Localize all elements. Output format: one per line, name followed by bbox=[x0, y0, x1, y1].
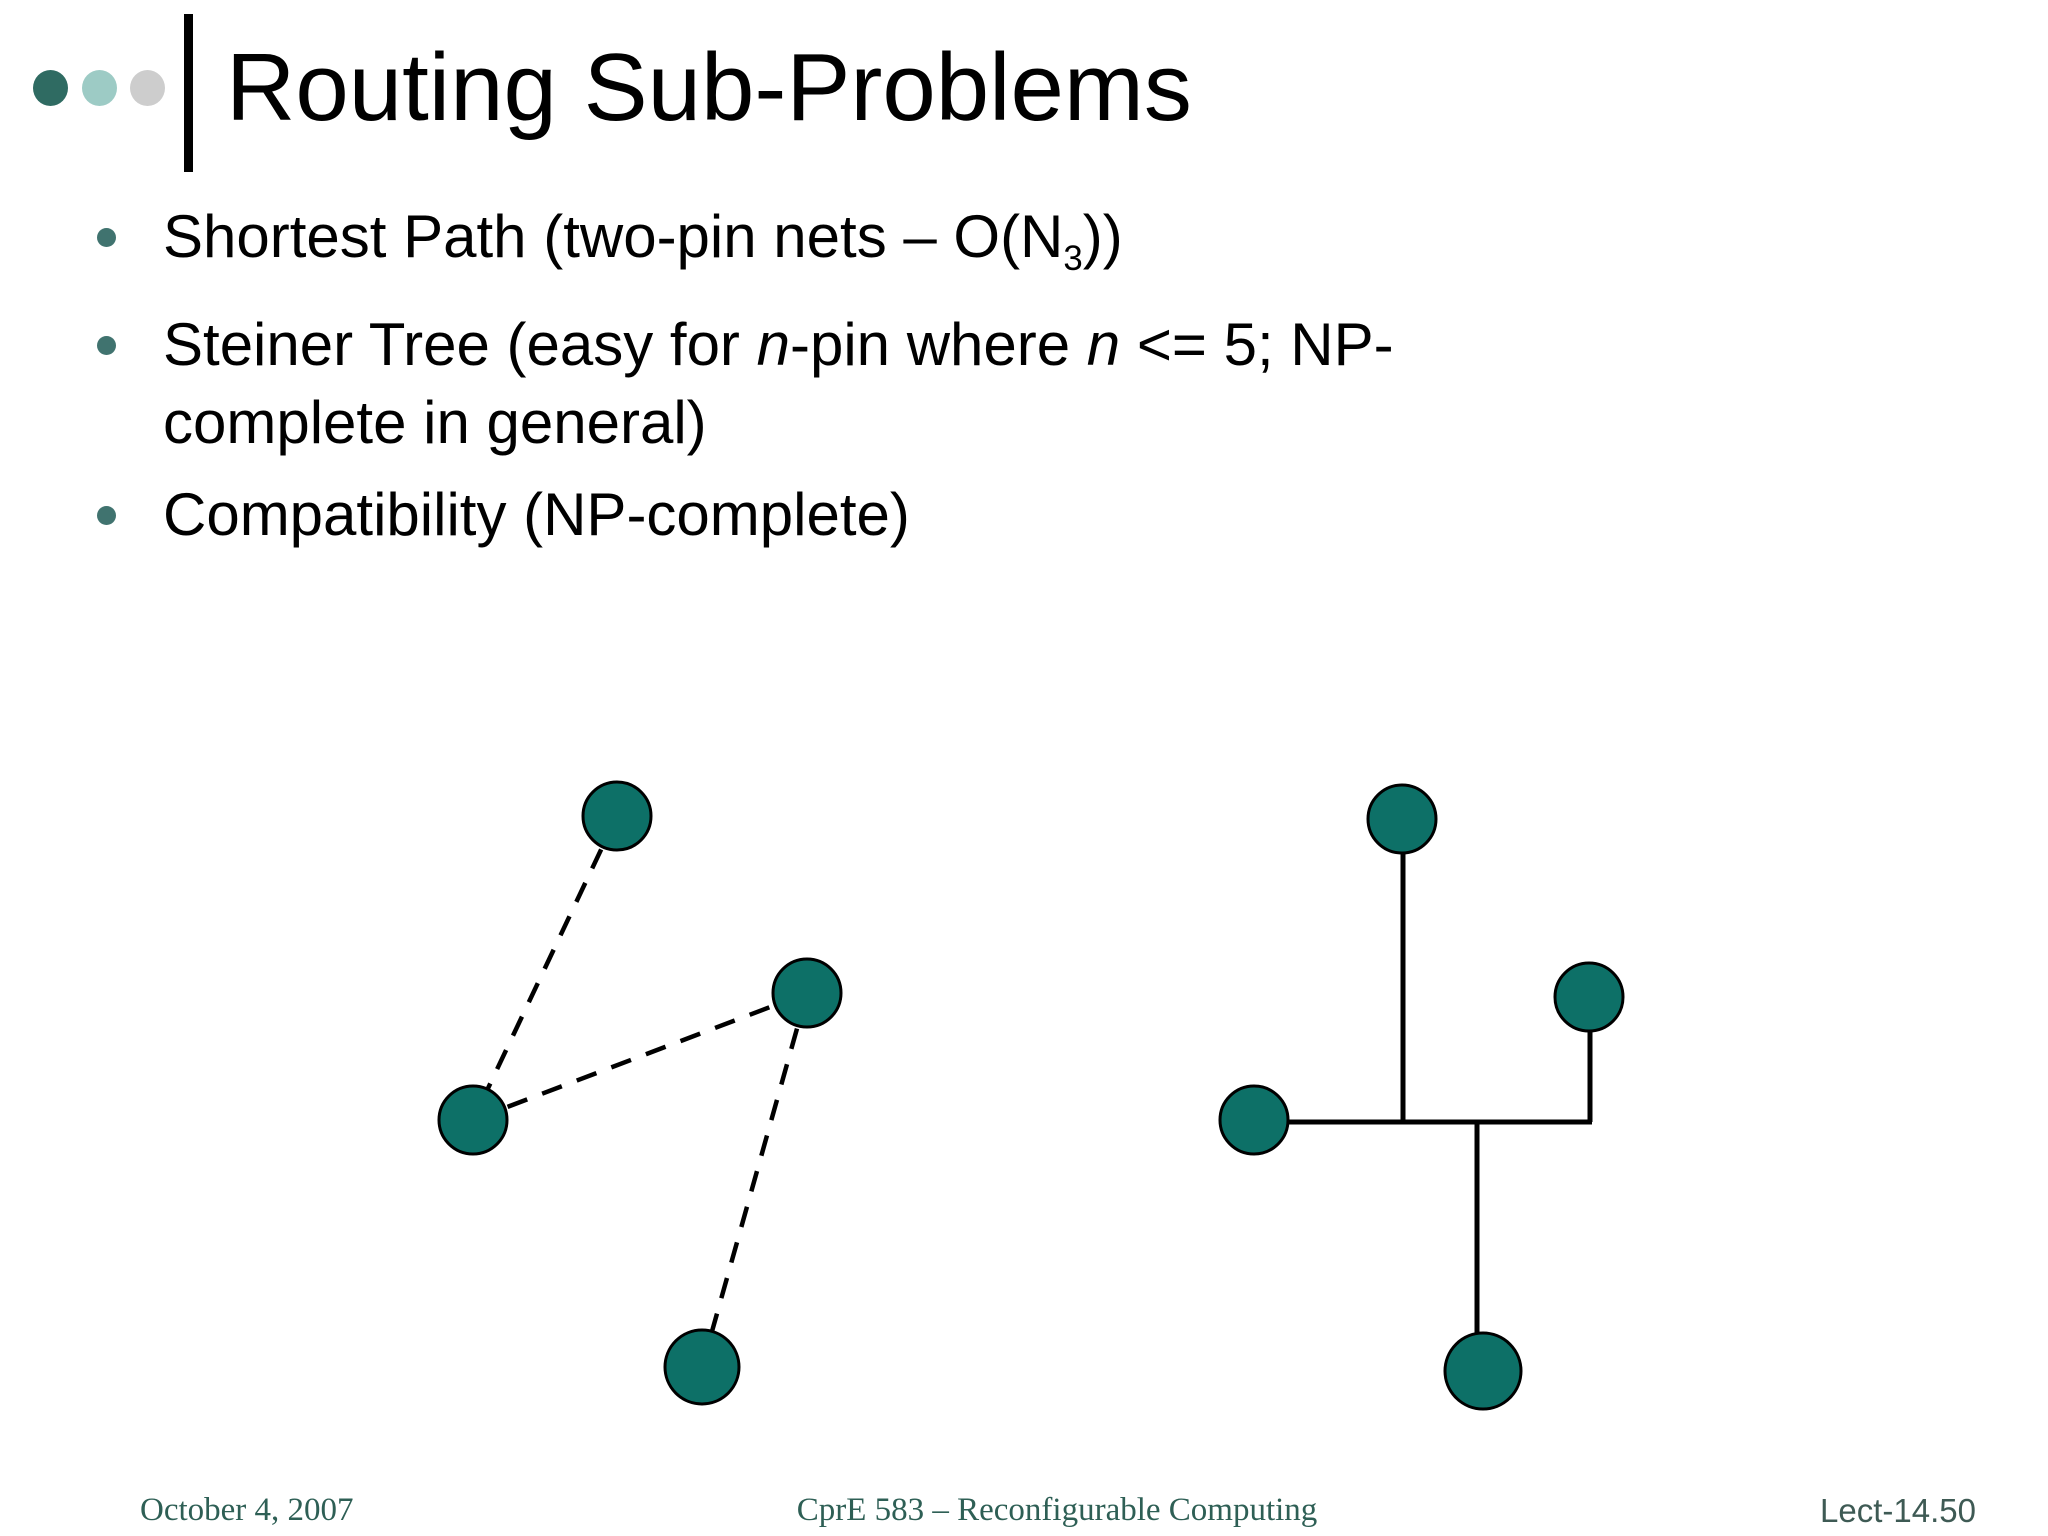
decorative-dot-teal-icon bbox=[82, 70, 117, 106]
slide-title: Routing Sub-Problems bbox=[226, 34, 1192, 141]
footer-date: October 4, 2007 bbox=[140, 1492, 354, 1528]
footer-course-title: CprE 583 – Reconfigurable Computing bbox=[796, 1492, 1318, 1528]
footer-lecture-number: Lect-14.50 bbox=[1820, 1492, 1976, 1529]
net-pin-node bbox=[771, 957, 843, 1029]
net-edge bbox=[472, 990, 808, 1123]
bullet-item-shortest-path: Shortest Path (two-pin nets – O(N3)) bbox=[97, 198, 1123, 276]
bullet-icon bbox=[97, 506, 116, 525]
bullet-text: Compatibility (NP-complete) bbox=[163, 481, 910, 548]
decorative-dot-gray-icon bbox=[130, 70, 165, 106]
bullet-text: Shortest Path (two-pin nets – O(N3)) bbox=[163, 203, 1123, 278]
bullet-text: Steiner Tree (easy for n-pin where n <= … bbox=[163, 311, 1394, 456]
net-pin-node bbox=[581, 780, 653, 852]
title-divider-bar bbox=[184, 14, 193, 172]
net-edge bbox=[699, 992, 810, 1368]
net-pin-node bbox=[437, 1084, 509, 1156]
net-edge bbox=[470, 815, 620, 1121]
bullet-icon bbox=[97, 228, 116, 247]
bullet-item-steiner-tree: Steiner Tree (easy for n-pin where n <= … bbox=[97, 306, 1394, 462]
net-pin-node bbox=[1366, 783, 1438, 855]
decorative-dot-dark-icon bbox=[33, 70, 68, 106]
net-pin-node bbox=[1218, 1084, 1290, 1156]
net-pin-node bbox=[1553, 961, 1625, 1033]
bullet-icon bbox=[97, 336, 116, 355]
bullet-item-compatibility: Compatibility (NP-complete) bbox=[97, 476, 910, 554]
net-pin-node bbox=[1443, 1331, 1523, 1411]
net-pin-node bbox=[663, 1328, 741, 1406]
